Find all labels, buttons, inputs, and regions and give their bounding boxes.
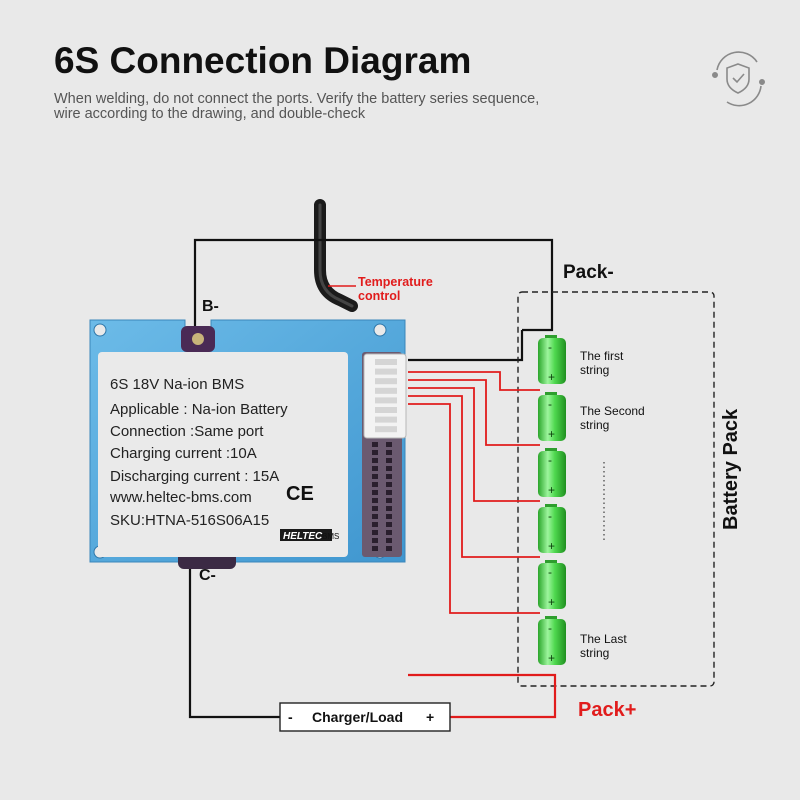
svg-text:-: - bbox=[548, 621, 552, 635]
subtitle-line-1: When welding, do not connect the ports. … bbox=[54, 91, 540, 107]
string-label-second-2: string bbox=[580, 418, 609, 432]
brand-logo-suffix: BMS bbox=[322, 532, 339, 541]
battery-cell-1: -+ bbox=[538, 335, 566, 384]
svg-text:-: - bbox=[548, 397, 552, 411]
battery-cell-2: -+ bbox=[538, 392, 566, 441]
pack-minus-label: Pack- bbox=[563, 262, 614, 283]
string-label-first-1: The first bbox=[580, 349, 624, 363]
battery-cell-4: -+ bbox=[538, 504, 566, 553]
board-label bbox=[98, 352, 348, 557]
svg-text:+: + bbox=[548, 539, 555, 553]
svg-text:-: - bbox=[548, 565, 552, 579]
board-label-line-3: Connection :Same port bbox=[110, 423, 264, 440]
battery-cell-6: -+ bbox=[538, 616, 566, 665]
pack-plus-wire bbox=[408, 673, 557, 719]
c-minus-label: C- bbox=[199, 567, 216, 584]
board-label-line-7: SKU:HTNA-516S06A15 bbox=[110, 512, 269, 529]
shield-icon bbox=[711, 51, 765, 107]
balance-wires bbox=[408, 371, 540, 614]
pack-plus-label: Pack+ bbox=[578, 699, 636, 721]
string-label-last-2: string bbox=[580, 646, 609, 660]
svg-text:+: + bbox=[548, 427, 555, 441]
svg-text:+: + bbox=[548, 595, 555, 609]
brand-logo: HELTEC bbox=[283, 531, 323, 542]
svg-text:-: - bbox=[548, 340, 552, 354]
battery-pack-frame bbox=[517, 291, 715, 687]
bms-board bbox=[89, 319, 407, 569]
charger-plus: + bbox=[426, 709, 434, 725]
page-title: 6S Connection Diagram bbox=[54, 40, 472, 81]
svg-text:-: - bbox=[548, 453, 552, 467]
charger-minus: - bbox=[288, 709, 293, 725]
battery-cell-3: -+ bbox=[538, 448, 566, 497]
board-label-line-2: Applicable : Na-ion Battery bbox=[110, 401, 288, 418]
b-minus-label: B- bbox=[202, 298, 219, 315]
board-label-line-4: Charging current :10A bbox=[110, 445, 257, 462]
ce-mark: CE bbox=[286, 483, 314, 505]
svg-text:+: + bbox=[548, 370, 555, 384]
temperature-cable bbox=[314, 199, 358, 312]
charger-load-label: Charger/Load bbox=[312, 709, 403, 725]
svg-text:+: + bbox=[548, 651, 555, 665]
charger-load-box: - Charger/Load + bbox=[279, 702, 451, 732]
svg-text:-: - bbox=[548, 509, 552, 523]
string-label-second-1: The Second bbox=[580, 404, 645, 418]
balance-connector bbox=[363, 353, 407, 439]
black-wires bbox=[188, 238, 554, 719]
string-label-first-2: string bbox=[580, 363, 609, 377]
board-label-line-1: 6S 18V Na-ion BMS bbox=[110, 376, 244, 393]
board-label-line-5: Discharging current : 15A bbox=[110, 468, 279, 485]
string-label-last-1: The Last bbox=[580, 632, 627, 646]
temperature-label-line-1: Temperature bbox=[358, 275, 433, 289]
temperature-label-line-2: control bbox=[358, 289, 400, 303]
battery-pack-label: Battery Pack bbox=[720, 408, 742, 530]
svg-text:+: + bbox=[548, 483, 555, 497]
board-label-line-6: www.heltec-bms.com bbox=[109, 489, 252, 506]
battery-cell-5: -+ bbox=[538, 560, 566, 609]
subtitle-line-2: wire according to the drawing, and doubl… bbox=[54, 106, 366, 122]
